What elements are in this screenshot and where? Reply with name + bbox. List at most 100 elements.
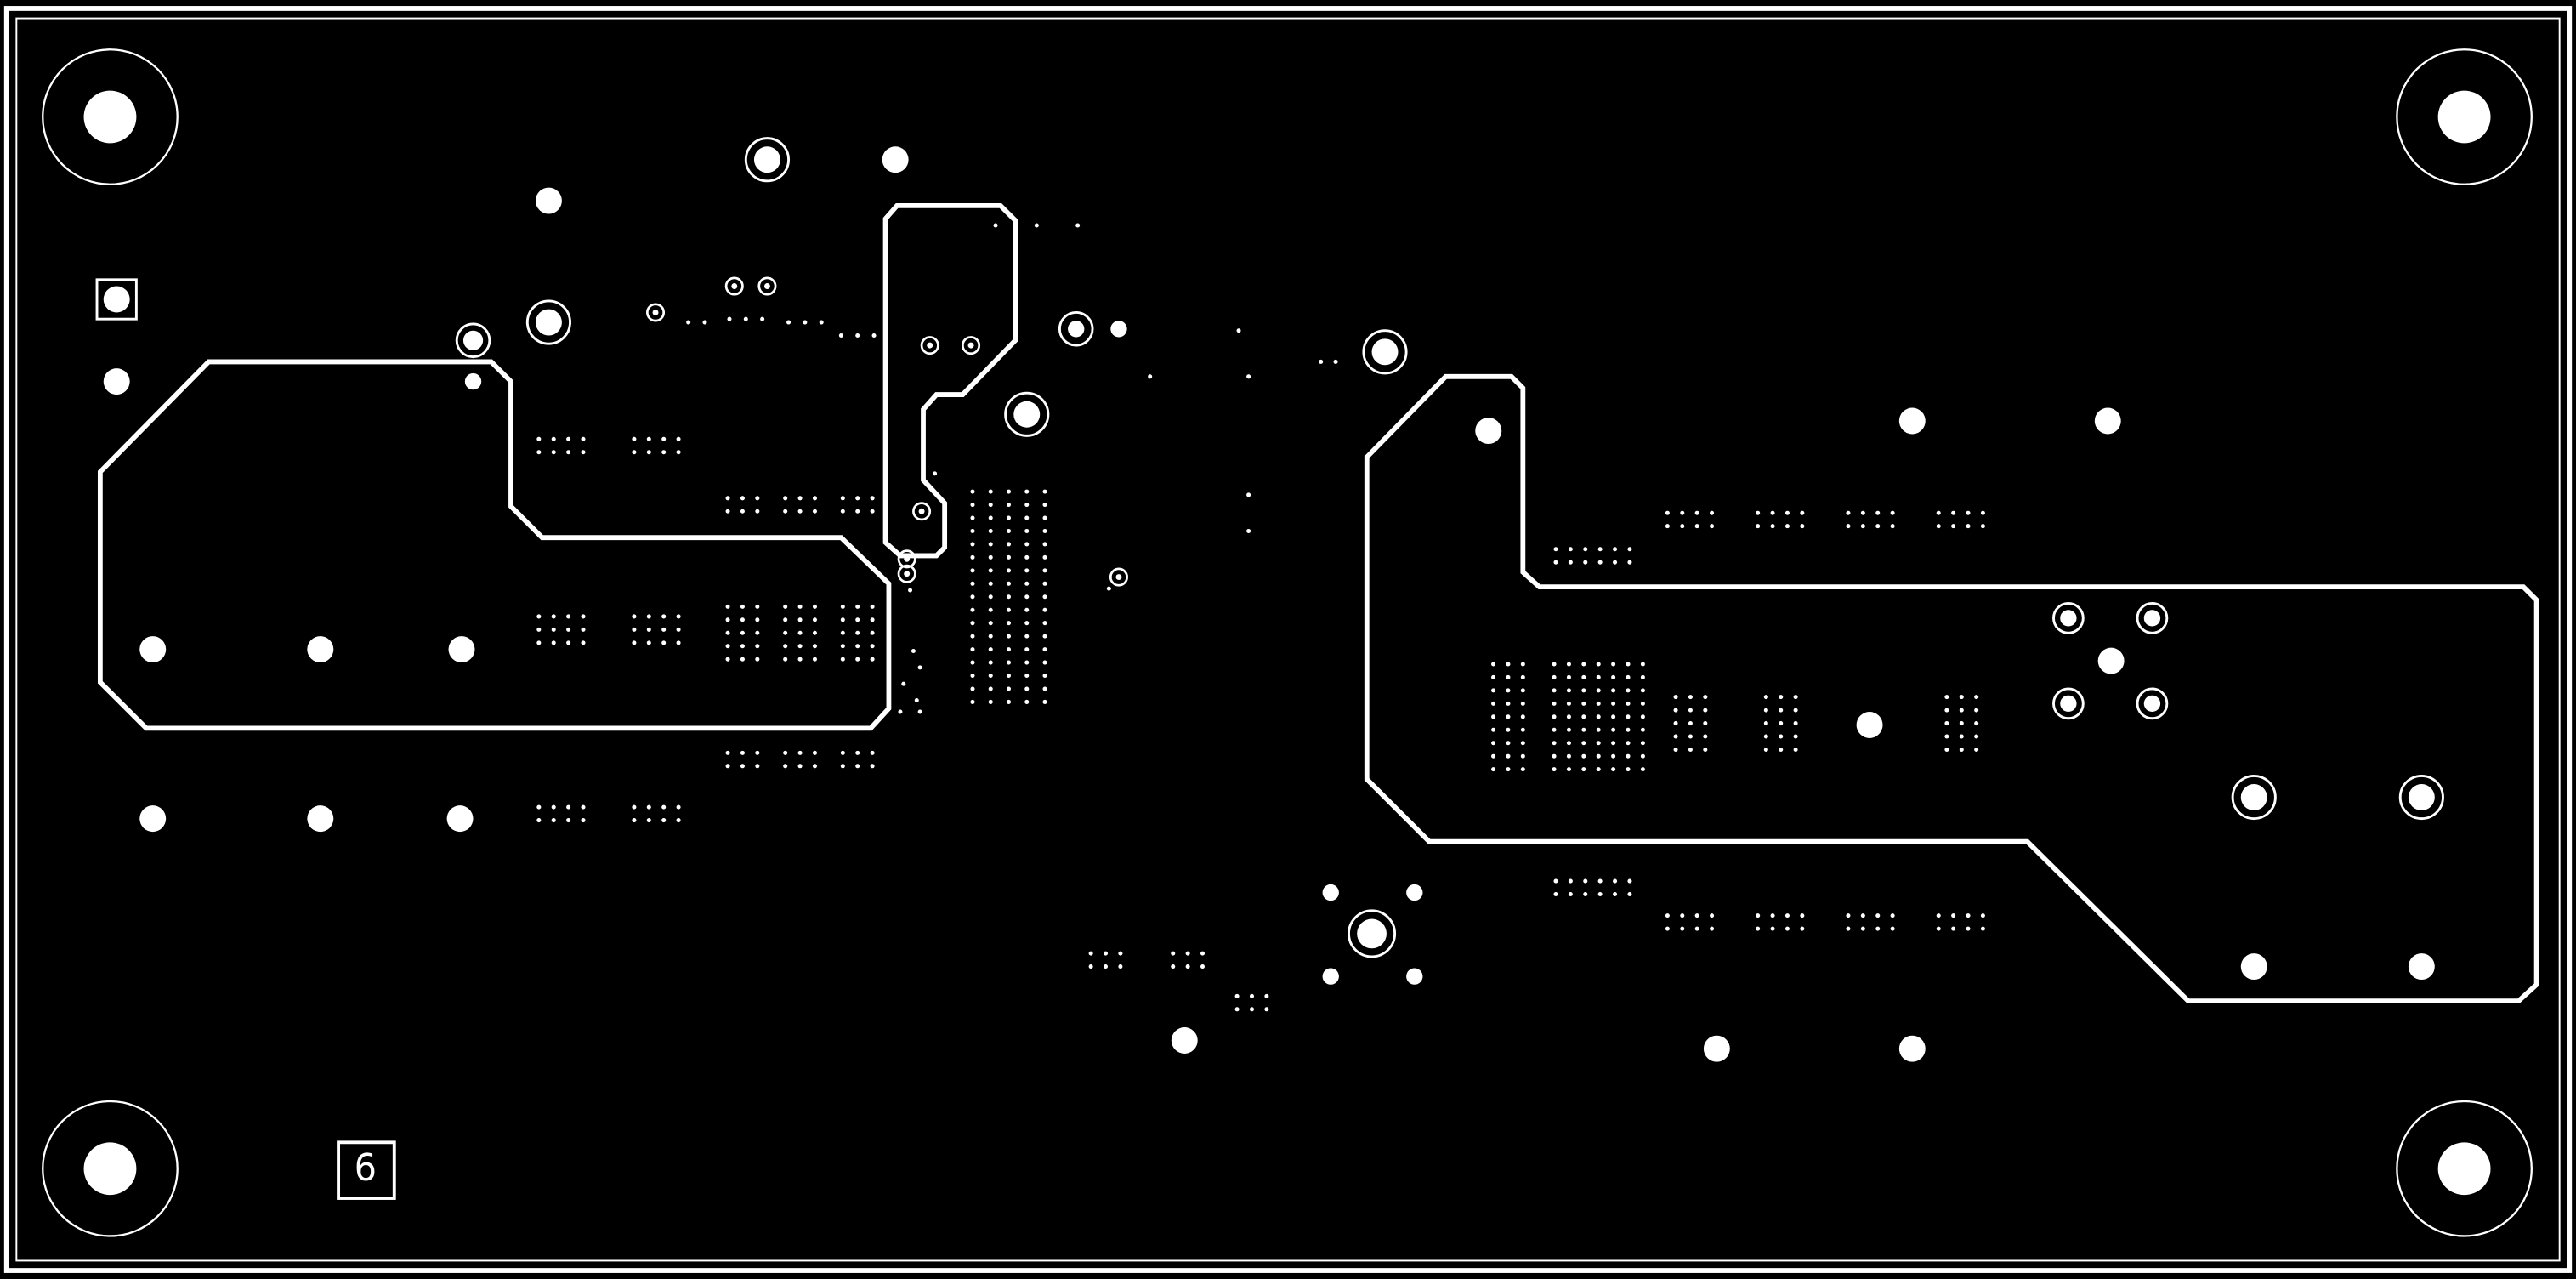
- via-dot: [970, 621, 975, 626]
- via-dot: [1703, 708, 1708, 713]
- via-dot: [1673, 747, 1678, 752]
- via-dot: [1583, 892, 1588, 897]
- pad-ring: [1058, 311, 1094, 347]
- via-dot: [840, 496, 845, 501]
- via-dot: [1520, 662, 1525, 667]
- via-dot: [740, 509, 745, 514]
- via-dot: [1627, 878, 1632, 884]
- via-dot: [755, 617, 760, 622]
- via-dot: [1974, 747, 1979, 752]
- via-dot: [1491, 767, 1496, 772]
- copper-pour-middle-trace: [882, 202, 1018, 559]
- mounting-hole-ring-icon: [42, 1100, 179, 1237]
- via-dot: [1980, 913, 1985, 918]
- round-pad: [2408, 953, 2435, 981]
- via-dot: [1583, 878, 1588, 884]
- via-dot: [1980, 926, 1985, 931]
- via-dot: [1800, 926, 1805, 931]
- via-dot: [632, 627, 637, 632]
- via-dot: [1246, 528, 1251, 533]
- round-pad: [103, 368, 130, 395]
- via-dot: [1627, 892, 1632, 897]
- mounting-hole-icon: [83, 1142, 137, 1196]
- via-dot: [1006, 686, 1012, 691]
- via-dot: [988, 674, 993, 679]
- round-pad: [2240, 953, 2267, 981]
- via-dot: [1491, 688, 1496, 693]
- via-dot: [1118, 951, 1123, 956]
- via-dot: [1042, 621, 1047, 626]
- via-dot: [1596, 727, 1601, 732]
- via-dot: [581, 627, 586, 632]
- via-dot: [1860, 510, 1865, 515]
- via-dot: [1770, 913, 1775, 918]
- via-dot: [908, 588, 913, 593]
- via-dot: [1703, 721, 1708, 726]
- via-dot: [870, 630, 875, 635]
- via-dot: [1024, 554, 1030, 560]
- round-pad: [139, 805, 167, 833]
- via-dot: [812, 630, 817, 635]
- via-dot: [1596, 701, 1601, 706]
- via-dot: [632, 818, 637, 823]
- via-dot: [1581, 741, 1586, 746]
- via-dot: [988, 581, 993, 586]
- via-dot: [702, 320, 707, 325]
- via-dot: [917, 709, 922, 714]
- via-dot: [1520, 767, 1525, 772]
- via-dot: [1626, 701, 1631, 706]
- via-dot: [1763, 721, 1768, 726]
- round-pad: [753, 146, 780, 173]
- via-dot: [551, 804, 556, 810]
- via-dot: [1626, 662, 1631, 667]
- via-dot: [988, 634, 993, 639]
- via-dot: [581, 804, 586, 810]
- via-dot: [740, 764, 745, 769]
- layer-number-label: 6: [354, 1146, 377, 1190]
- via-dot: [783, 496, 788, 501]
- via-dot: [1566, 701, 1571, 706]
- via-dot: [1506, 741, 1511, 746]
- via-dot: [840, 604, 845, 609]
- via-dot: [725, 617, 730, 622]
- via-dot: [1860, 913, 1865, 918]
- via-dot: [1506, 767, 1511, 772]
- pad-ring: [2398, 774, 2444, 821]
- via-dot: [797, 764, 803, 769]
- via-dot: [1024, 489, 1030, 494]
- via-dot: [1249, 993, 1254, 998]
- via-dot: [1665, 524, 1670, 529]
- pads: [103, 137, 2444, 1062]
- via-dot: [566, 804, 571, 810]
- via-dot: [1665, 926, 1670, 931]
- via-dot: [1680, 913, 1685, 918]
- via-dot: [870, 496, 875, 501]
- via-dot: [1875, 926, 1881, 931]
- via-dot: [536, 640, 542, 645]
- via-dot: [1890, 510, 1895, 515]
- via-dot: [632, 450, 637, 455]
- via-ring: [1109, 567, 1128, 587]
- via-dot: [632, 436, 637, 441]
- via-dot: [1974, 695, 1979, 700]
- via-dot: [1779, 695, 1784, 700]
- via-dot: [740, 750, 745, 755]
- via-ring: [646, 303, 666, 322]
- via-dot: [581, 450, 586, 455]
- via-dot: [1626, 727, 1631, 732]
- via-dot: [725, 657, 730, 662]
- via-dot: [1042, 515, 1047, 520]
- via-dot: [855, 604, 860, 609]
- via-dot: [646, 436, 651, 441]
- via-dot: [1506, 727, 1511, 732]
- via-dot: [1779, 747, 1784, 752]
- via-dot: [1703, 734, 1708, 739]
- via-dot: [783, 604, 788, 609]
- via-dot: [1626, 741, 1631, 746]
- via-dot: [855, 509, 860, 514]
- via-dot: [1042, 647, 1047, 652]
- via-dot: [1581, 727, 1586, 732]
- via-dot: [1846, 913, 1851, 918]
- via-dot: [1640, 727, 1645, 732]
